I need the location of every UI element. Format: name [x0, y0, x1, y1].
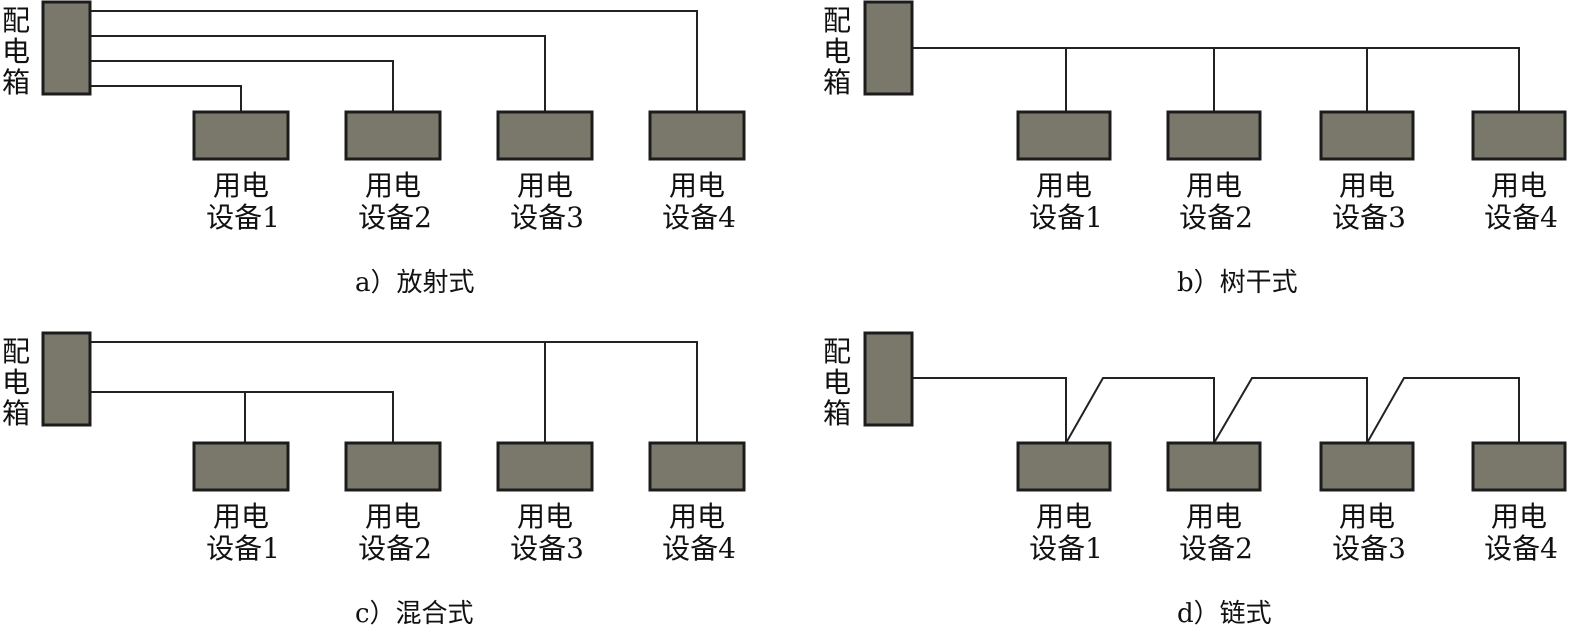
panel-caption: a）放射式: [355, 268, 475, 298]
device-label-line2: 设备2: [1179, 532, 1253, 565]
mixed-lower-trunk: [90, 391, 394, 443]
distribution-box: [863, 331, 914, 427]
device-label-line2: 设备3: [1332, 532, 1406, 565]
wires-chain: [912, 377, 1520, 444]
device-box-2: [1166, 110, 1262, 161]
source-label-char: 电: [823, 366, 851, 399]
distribution-box: [41, 0, 92, 96]
device-box-1: [192, 110, 290, 161]
device-label-line1: 用电: [365, 169, 421, 202]
panel-mixed: 配 电 箱 用电 设备1 用电 设备2 用电 设备3 用电 设备4 c）混合式: [2, 331, 746, 629]
wires-trunk: [912, 47, 1520, 112]
chain-link-1-2: [1065, 377, 1215, 444]
panel-caption: c）混合式: [355, 599, 474, 629]
wires-mixed: [90, 341, 698, 443]
device-box-4: [648, 110, 746, 161]
device-box-2: [344, 441, 442, 492]
wire-radial-3: [90, 35, 546, 112]
source-label-char: 配: [2, 4, 30, 37]
device-label-line2: 设备1: [1029, 532, 1103, 565]
device-box-1: [192, 441, 290, 492]
panel-chain: 配 电 箱 用电 设备1 用电 设备2 用电 设备3 用电 设备4 d）链式: [823, 331, 1567, 629]
device-label-line1: 用电: [1036, 169, 1092, 202]
device-box-4: [1471, 441, 1567, 492]
device-box-1: [1016, 441, 1112, 492]
device-label-line1: 用电: [669, 500, 725, 533]
device-box-2: [344, 110, 442, 161]
device-label-line2: 设备3: [510, 201, 584, 234]
device-box-1: [1016, 110, 1112, 161]
device-label-line2: 设备3: [510, 532, 584, 565]
device-label-line2: 设备2: [358, 201, 432, 234]
chain-link-3-4: [1366, 377, 1520, 444]
device-label-line2: 设备4: [1484, 532, 1558, 565]
source-label-char: 电: [2, 366, 30, 399]
device-label-line2: 设备1: [206, 532, 280, 565]
source-label-char: 配: [2, 335, 30, 368]
source-label-char: 箱: [823, 397, 851, 430]
chain-feed-1: [912, 377, 1067, 443]
panel-trunk: 配 电 箱 用电 设备1 用电 设备2 用电 设备3 用电 设备4 b）树干式: [823, 0, 1567, 298]
panel-caption: d）链式: [1177, 599, 1272, 629]
device-label-line1: 用电: [1339, 500, 1395, 533]
source-label-char: 配: [823, 4, 851, 37]
device-label-line2: 设备4: [1484, 201, 1558, 234]
chain-link-2-3: [1213, 377, 1368, 444]
device-box-4: [1471, 110, 1567, 161]
device-label-line1: 用电: [1186, 500, 1242, 533]
device-box-3: [1319, 110, 1415, 161]
device-label-line1: 用电: [213, 169, 269, 202]
wire-radial-2: [90, 60, 394, 112]
source-label-char: 电: [823, 35, 851, 68]
device-box-3: [496, 441, 594, 492]
source-label-char: 箱: [823, 66, 851, 99]
source-label-char: 箱: [2, 66, 30, 99]
device-box-3: [496, 110, 594, 161]
device-label-line2: 设备4: [662, 532, 736, 565]
device-label-line1: 用电: [1491, 169, 1547, 202]
device-label-line1: 用电: [1186, 169, 1242, 202]
device-label-line2: 设备2: [1179, 201, 1253, 234]
source-label-char: 配: [823, 335, 851, 368]
device-label-line1: 用电: [1491, 500, 1547, 533]
device-label-line1: 用电: [365, 500, 421, 533]
trunk-main-wire: [912, 47, 1520, 112]
panel-radial: 配 电 箱 用电 设备1 用电 设备2 用电 设备3 用电 设备4 a）放射式: [2, 0, 746, 298]
device-label-line2: 设备2: [358, 532, 432, 565]
source-label-char: 电: [2, 35, 30, 68]
device-label-line1: 用电: [213, 500, 269, 533]
device-label-line2: 设备3: [1332, 201, 1406, 234]
source-label-char: 箱: [2, 397, 30, 430]
wire-radial-4: [90, 10, 698, 112]
mixed-upper-trunk: [90, 341, 698, 443]
device-label-line1: 用电: [1339, 169, 1395, 202]
panel-caption: b）树干式: [1177, 268, 1298, 298]
device-box-3: [1319, 441, 1415, 492]
distribution-box: [41, 331, 92, 427]
device-label-line1: 用电: [517, 169, 573, 202]
wires-radial: [90, 10, 698, 112]
device-label-line1: 用电: [669, 169, 725, 202]
wire-radial-1: [90, 85, 242, 112]
distribution-box: [863, 0, 914, 96]
device-box-2: [1166, 441, 1262, 492]
device-label-line2: 设备1: [206, 201, 280, 234]
device-label-line1: 用电: [517, 500, 573, 533]
device-label-line2: 设备1: [1029, 201, 1103, 234]
device-box-4: [648, 441, 746, 492]
device-label-line1: 用电: [1036, 500, 1092, 533]
device-label-line2: 设备4: [662, 201, 736, 234]
